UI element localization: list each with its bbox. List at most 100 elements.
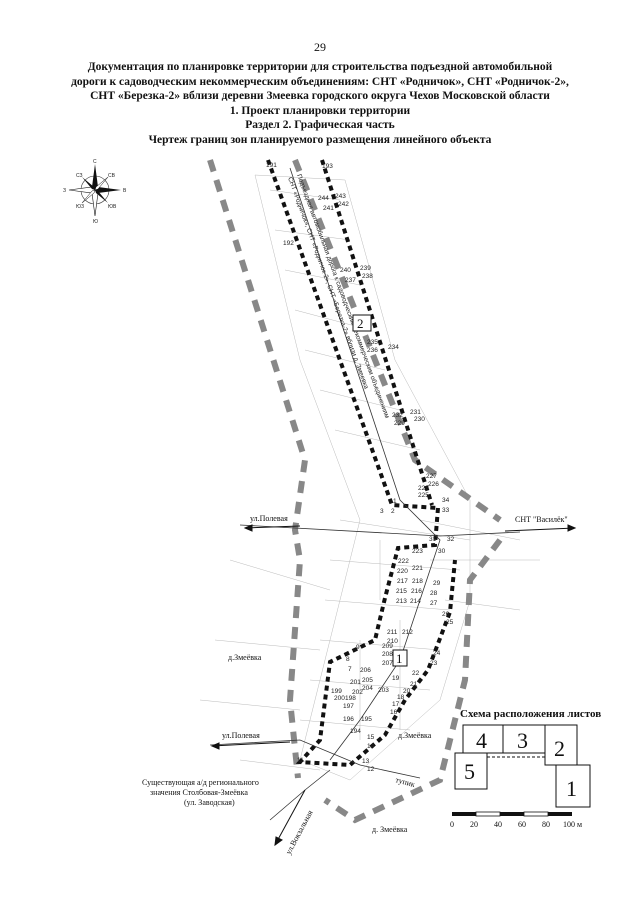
point-label: 22: [412, 670, 420, 677]
sheet-marker-2-box: [352, 314, 372, 332]
sheet-num-5: 5: [464, 759, 475, 784]
title-line-1: Документация по планировке территории дл…: [87, 61, 553, 73]
scale-bar: 0 20 40 60 80 100 м: [450, 811, 582, 829]
existing-road-line-2: значения Столбовая-Змеёвка: [150, 788, 248, 797]
point-label: 18: [397, 694, 405, 701]
point-label: 242: [338, 201, 349, 208]
scale-tick-100: 100 м: [563, 820, 582, 829]
sheet-marker-2: 2: [357, 316, 364, 331]
title-line-6: Чертеж границ зон планируемого размещени…: [148, 133, 492, 146]
point-label: 223: [412, 548, 423, 555]
background-topography: [199, 174, 540, 781]
point-label: 34: [442, 497, 450, 504]
point-label: 229: [394, 420, 405, 427]
point-label: 198: [345, 695, 356, 702]
road-corridor-boundary: [266, 159, 457, 768]
compass-label-nw: СЗ: [76, 173, 83, 179]
point-label: 239: [360, 265, 371, 272]
scale-tick-80: 80: [542, 820, 550, 829]
sheet-box-5: [454, 752, 488, 790]
point-label: 210: [387, 638, 398, 645]
compass-label-s: Ю: [93, 219, 98, 225]
point-label: 28: [430, 590, 438, 597]
sheet-num-4: 4: [476, 728, 487, 753]
point-label: 228: [418, 485, 429, 492]
point-label: 204: [362, 685, 373, 692]
point-label: 3: [380, 508, 384, 515]
compass-label-ne: СВ: [108, 173, 116, 179]
page-number: 29: [314, 40, 326, 54]
point-label: 200: [334, 695, 345, 702]
point-label: 33: [442, 507, 450, 514]
existing-road-line-1: Существующая а/д регионального: [142, 778, 259, 787]
point-label: 192: [283, 240, 294, 247]
point-label: 16: [390, 709, 398, 716]
point-label: 209: [382, 643, 393, 650]
point-label: 213: [396, 598, 407, 605]
point-label: 201: [350, 679, 361, 686]
point-label: 235: [367, 339, 378, 346]
point-label: 231: [410, 409, 421, 416]
point-label: 218: [412, 578, 423, 585]
sheet-box-2: [544, 724, 578, 766]
street-label-polevaya-bottom: ул.Полевая: [222, 731, 260, 740]
compass-rose: С Ю З В СЗ СВ ЮЗ ЮВ: [63, 159, 127, 225]
point-label: 17: [392, 701, 400, 708]
point-label: 208: [382, 651, 393, 658]
village-label-zmeevka-left: д.Змеёвка: [228, 653, 262, 662]
compass-label-sw: ЮЗ: [76, 204, 84, 210]
point-label: 13: [362, 758, 370, 765]
point-label: 25: [446, 619, 454, 626]
point-label: 20: [403, 688, 411, 695]
point-label: 215: [396, 588, 407, 595]
point-label: 2: [391, 508, 395, 515]
sheet-box-3: [502, 724, 546, 754]
street-label-vokzalnaya: ул.Вокзальная: [284, 808, 315, 856]
existing-road-label: Существующая а/д регионального значения …: [142, 778, 259, 807]
compass-label-n: С: [93, 159, 97, 165]
point-label: 237: [345, 277, 356, 284]
point-label: 29: [433, 580, 441, 587]
document-title: Документация по планировке территории дл…: [20, 60, 620, 147]
sheet-box-1: [555, 764, 591, 808]
road-caption-line-1: Подъездная автомобильная дорога к садово…: [295, 173, 391, 420]
point-label: 207: [382, 660, 393, 667]
point-label: 191: [266, 162, 277, 169]
point-label: 206: [360, 667, 371, 674]
scale-tick-20: 20: [470, 820, 478, 829]
point-label: 217: [397, 578, 408, 585]
outer-zone-boundary: [207, 158, 503, 824]
point-label: 241: [323, 205, 334, 212]
compass-label-w: З: [63, 188, 66, 194]
point-label: 7: [348, 666, 352, 673]
street-label-tupik: тупик: [394, 775, 416, 789]
point-label: 19: [392, 675, 400, 682]
point-label: 238: [362, 273, 373, 280]
road-caption: Подъездная автомобильная дорога к садово…: [286, 173, 391, 420]
title-line-3: СНТ «Березка-2» вблизи деревни Змеевка г…: [90, 90, 550, 102]
existing-road-line-3: (ул. Заводская): [184, 798, 235, 807]
point-label: 214: [410, 598, 421, 605]
point-label: 216: [411, 588, 422, 595]
point-label: 1: [393, 498, 397, 505]
village-label-zmeevka-mid: д.Змеёвка: [398, 731, 432, 740]
point-label: 244: [318, 195, 329, 202]
point-label: 243: [335, 193, 346, 200]
scale-tick-40: 40: [494, 820, 502, 829]
street-label-snt-vasildyok: СНТ "Василёк": [515, 515, 568, 524]
title-line-2: дороги к садоводческим некоммерческим об…: [71, 75, 569, 88]
sheet-marker-1-box: [392, 649, 408, 667]
point-label: 12: [367, 766, 375, 773]
point-label: 202: [352, 689, 363, 696]
point-label: 193: [322, 163, 333, 170]
compass-label-e: В: [123, 188, 127, 194]
point-label: 227: [426, 473, 437, 480]
point-label: 11: [297, 757, 304, 764]
point-label: 8: [346, 656, 350, 663]
sheet-num-2: 2: [554, 736, 565, 761]
point-label: 15: [367, 734, 375, 741]
point-label: 9: [356, 644, 360, 651]
point-label: 196: [343, 716, 354, 723]
point-label: 14: [367, 743, 375, 750]
compass-label-se: ЮВ: [108, 204, 117, 210]
